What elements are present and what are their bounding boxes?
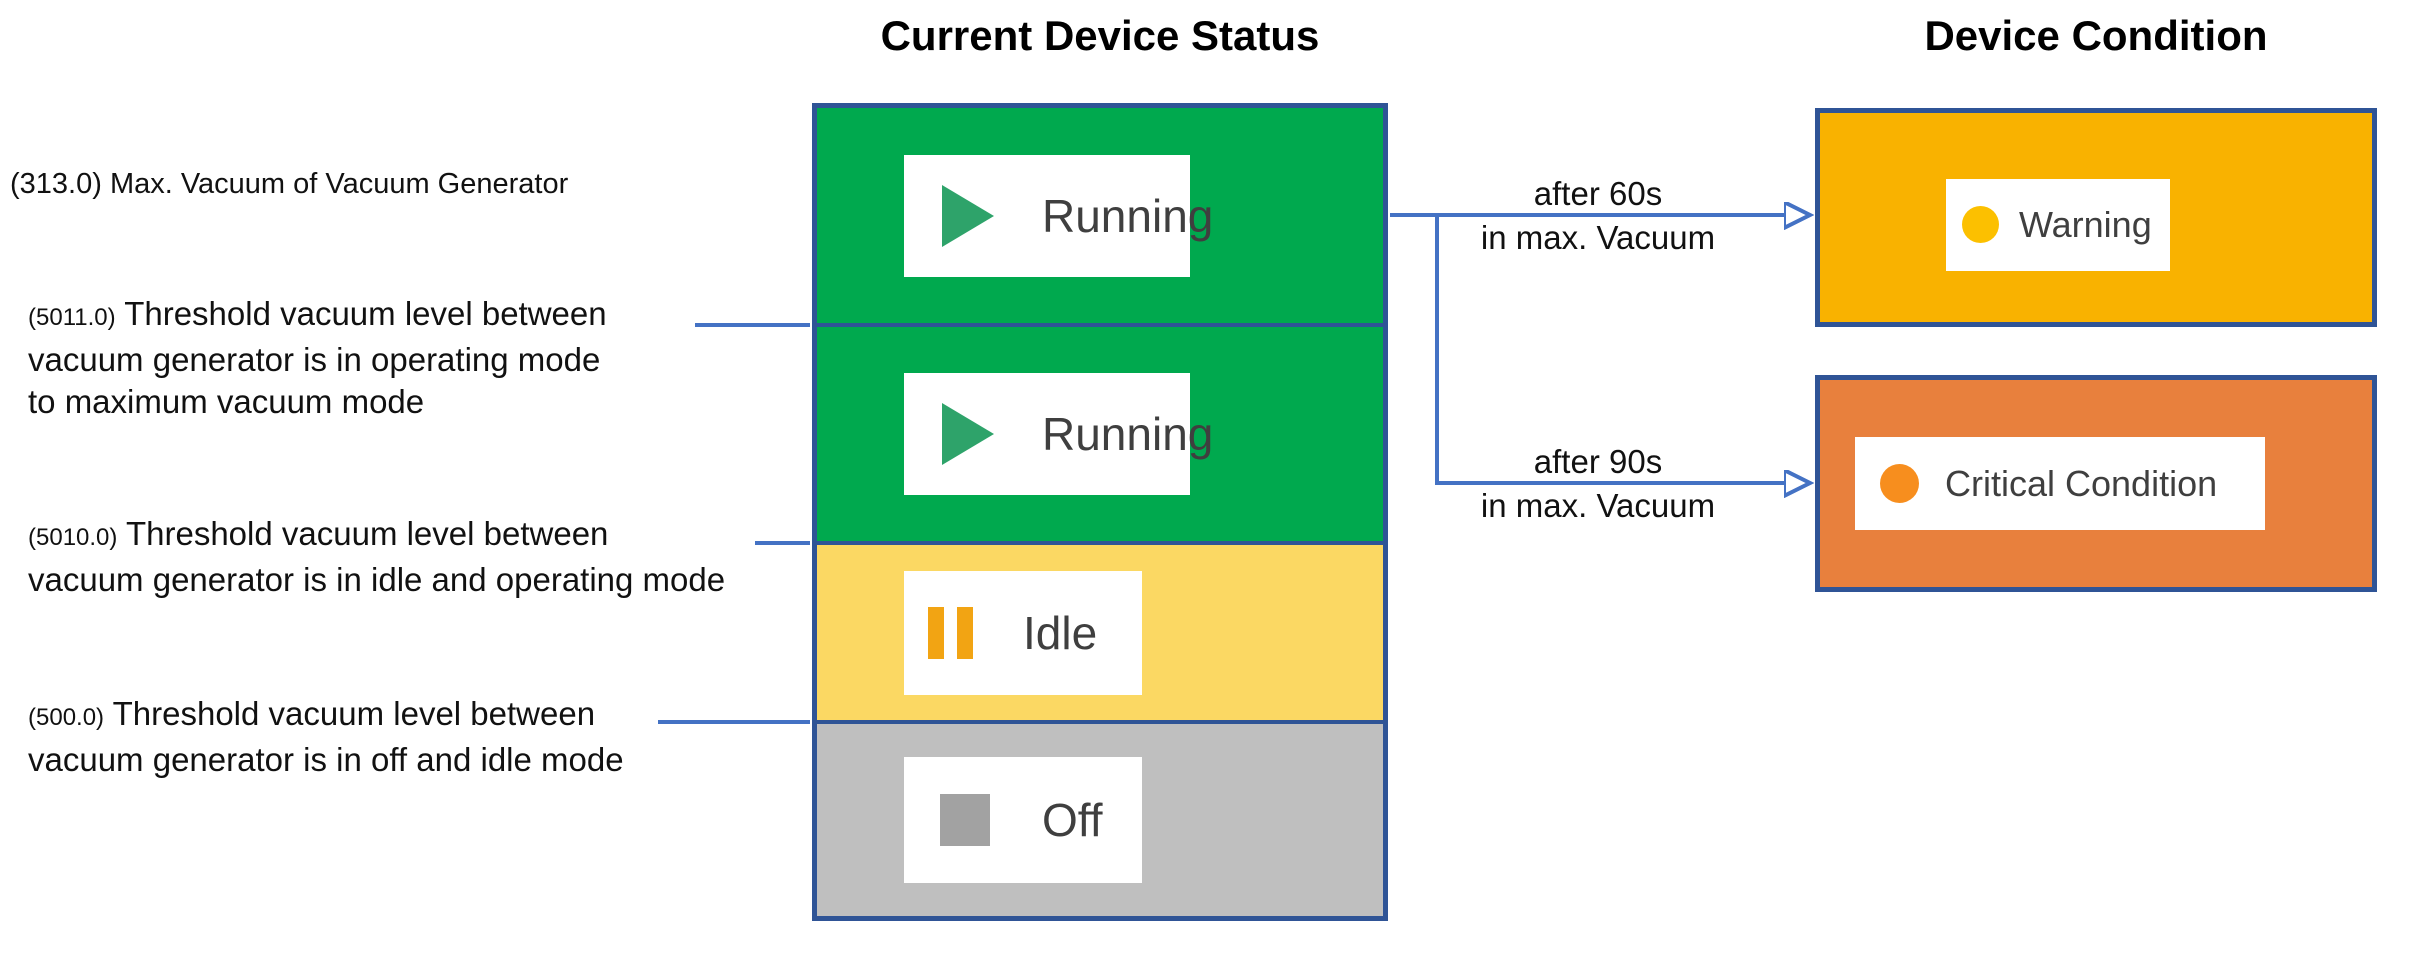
annotation-max-vacuum: (313.0) Max. Vacuum of Vacuum Generator xyxy=(10,166,568,202)
running-badge: Running xyxy=(904,373,1213,495)
status-stack: Running Running Idle Off xyxy=(812,103,1388,921)
critical-dot-icon xyxy=(1880,464,1919,503)
play-icon xyxy=(942,184,994,247)
annotation-text: Threshold vacuum level between vacuum ge… xyxy=(28,295,607,420)
transition-90s-duration: after 90s xyxy=(1533,443,1663,480)
warning-dot-icon xyxy=(1962,206,1999,243)
play-icon xyxy=(942,403,994,465)
status-label: Off xyxy=(1042,794,1103,846)
condition-box-warning: Warning xyxy=(1815,108,2377,327)
condition-label: Critical Condition xyxy=(1945,462,2218,504)
status-row-off: Off xyxy=(817,720,1383,916)
status-label: Running xyxy=(1042,408,1214,460)
stop-icon xyxy=(940,794,990,846)
annotation-threshold-5010: (5010.0) Threshold vacuum level between … xyxy=(28,513,748,601)
condition-column-title: Device Condition xyxy=(1924,12,2268,59)
pause-icon xyxy=(928,606,973,659)
off-badge: Off xyxy=(904,757,1142,883)
transition-90s-condition: in max. Vacuum xyxy=(1480,487,1716,524)
status-label: Idle xyxy=(1023,606,1098,659)
annotation-text: Max. Vacuum of Vacuum Generator xyxy=(109,168,569,200)
status-row-idle: Idle xyxy=(817,541,1383,720)
condition-box-critical: Critical Condition xyxy=(1815,375,2377,592)
annotation-threshold-5011: (5011.0) Threshold vacuum level between … xyxy=(28,293,708,423)
threshold-value: (500.0) xyxy=(28,704,105,731)
running-badge: Running xyxy=(904,154,1213,277)
status-row-running: Running xyxy=(817,323,1383,541)
threshold-value: (5010.0) xyxy=(28,524,118,551)
annotation-text: Threshold vacuum level between vacuum ge… xyxy=(28,515,726,598)
threshold-value: (313.0) xyxy=(10,168,102,200)
status-label: Running xyxy=(1042,189,1214,242)
condition-label: Warning xyxy=(2019,203,2152,245)
annotation-threshold-500: (500.0) Threshold vacuum level between v… xyxy=(28,693,708,781)
transition-60s-condition: in max. Vacuum xyxy=(1480,219,1716,256)
threshold-value: (5011.0) xyxy=(28,304,116,331)
status-row-running-max: Running xyxy=(817,108,1383,323)
critical-badge: Critical Condition xyxy=(1855,437,2265,530)
annotation-text: Threshold vacuum level between vacuum ge… xyxy=(28,695,624,778)
status-column-title: Current Device Status xyxy=(880,12,1320,59)
transition-60s-duration: after 60s xyxy=(1533,175,1663,212)
warning-badge: Warning xyxy=(1946,178,2170,271)
idle-badge: Idle xyxy=(904,570,1142,695)
